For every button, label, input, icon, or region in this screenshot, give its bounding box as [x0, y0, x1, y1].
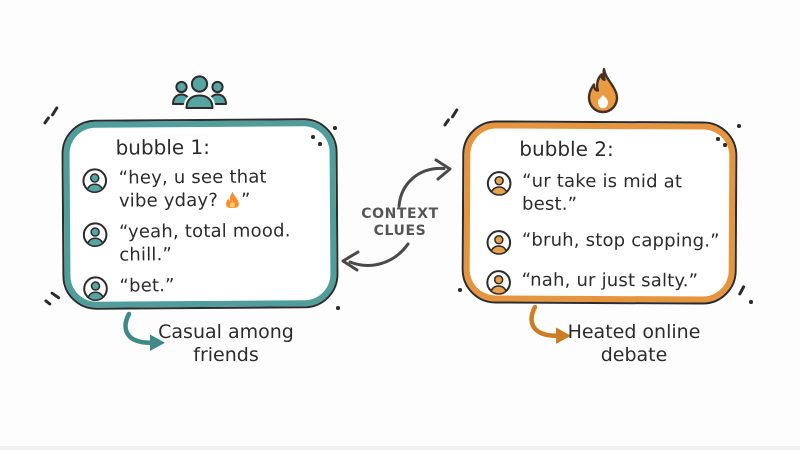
sketch-dot — [749, 300, 753, 304]
bubble1-caption-arrow-icon — [123, 311, 165, 351]
user-avatar-icon — [83, 276, 108, 302]
sketch-tick — [737, 284, 746, 296]
fire-emoji-icon — [226, 191, 239, 208]
message-row: “bet.” — [82, 274, 322, 302]
caption-line: Casual among — [158, 321, 294, 343]
sketch-dot — [333, 126, 337, 130]
bubble2-content: bubble 2: “ur take is mid at best.” — [463, 122, 735, 318]
user-avatar-icon — [82, 168, 108, 194]
group-people-icon — [172, 74, 227, 111]
message-text: “yeah, total mood. chill.” — [119, 220, 291, 266]
bottom-artifact-strip — [0, 446, 800, 450]
context-label-line: CONTEXT — [361, 206, 439, 222]
sketch-dot — [716, 137, 720, 141]
context-arrow-to-bubble1-icon — [341, 242, 410, 272]
message-row: “yeah, total mood. chill.” — [82, 220, 322, 267]
context-clues-label: CONTEXT CLUES — [348, 206, 452, 239]
user-avatar-icon — [486, 171, 512, 196]
sketch-dot — [458, 288, 462, 292]
message-row: “nah, ur just salty.” — [486, 269, 721, 296]
sketch-dot — [311, 135, 315, 139]
caption-line: Heated online — [567, 321, 701, 343]
message-line: “hey, u see that — [118, 166, 267, 189]
sketch-dot — [336, 306, 340, 310]
caption-line: debate — [600, 344, 668, 367]
sketch-tick — [50, 105, 59, 117]
flame-icon — [587, 67, 619, 114]
message-text: “bet.” — [119, 275, 175, 297]
context-label-line: CLUES — [373, 222, 427, 239]
context-arrow-to-bubble2-icon — [397, 158, 452, 208]
user-avatar-icon — [82, 222, 108, 248]
caption-line: friends — [193, 344, 259, 367]
message-line: vibe yday? — [118, 189, 219, 212]
message-row: “bruh, stop capping.” — [486, 229, 721, 256]
bubble1-panel: bubble 1: “hey, u see that vibe yday? ” — [61, 118, 339, 310]
message-row: “hey, u see that vibe yday? ” — [82, 166, 322, 213]
bubble1-content: bubble 1: “hey, u see that vibe yday? ” — [63, 120, 336, 319]
message-text: “bruh, stop capping.” — [521, 229, 720, 252]
bubble2-title: bubble 2: — [519, 136, 614, 162]
user-avatar-icon — [486, 270, 511, 295]
sketch-tick — [50, 291, 61, 300]
bubble2-caption-arrow-icon — [529, 304, 571, 344]
sketch-tick — [44, 298, 52, 306]
sketch-dot — [318, 142, 322, 146]
sketch-dot — [723, 143, 727, 147]
message-text: “nah, ur just salty.” — [521, 269, 699, 292]
bubble1-caption: Casual among friends — [155, 321, 297, 367]
sketch-dot — [737, 124, 741, 128]
bubble1-title: bubble 1: — [115, 134, 211, 160]
message-close-quote: ” — [240, 189, 251, 211]
user-avatar-icon — [486, 230, 512, 255]
message-row: “ur take is mid at best.” — [486, 170, 721, 216]
bubble2-caption: Heated online debate — [560, 321, 708, 367]
message-text: “ur take is mid at best.” — [521, 170, 683, 215]
sketch-tick — [442, 117, 451, 127]
sketch-tick — [450, 107, 459, 119]
message-text: “hey, u see that vibe yday? ” — [119, 167, 267, 213]
bubble2-panel: bubble 2: “ur take is mid at best.” — [461, 120, 738, 305]
sketch-tick — [42, 115, 51, 125]
